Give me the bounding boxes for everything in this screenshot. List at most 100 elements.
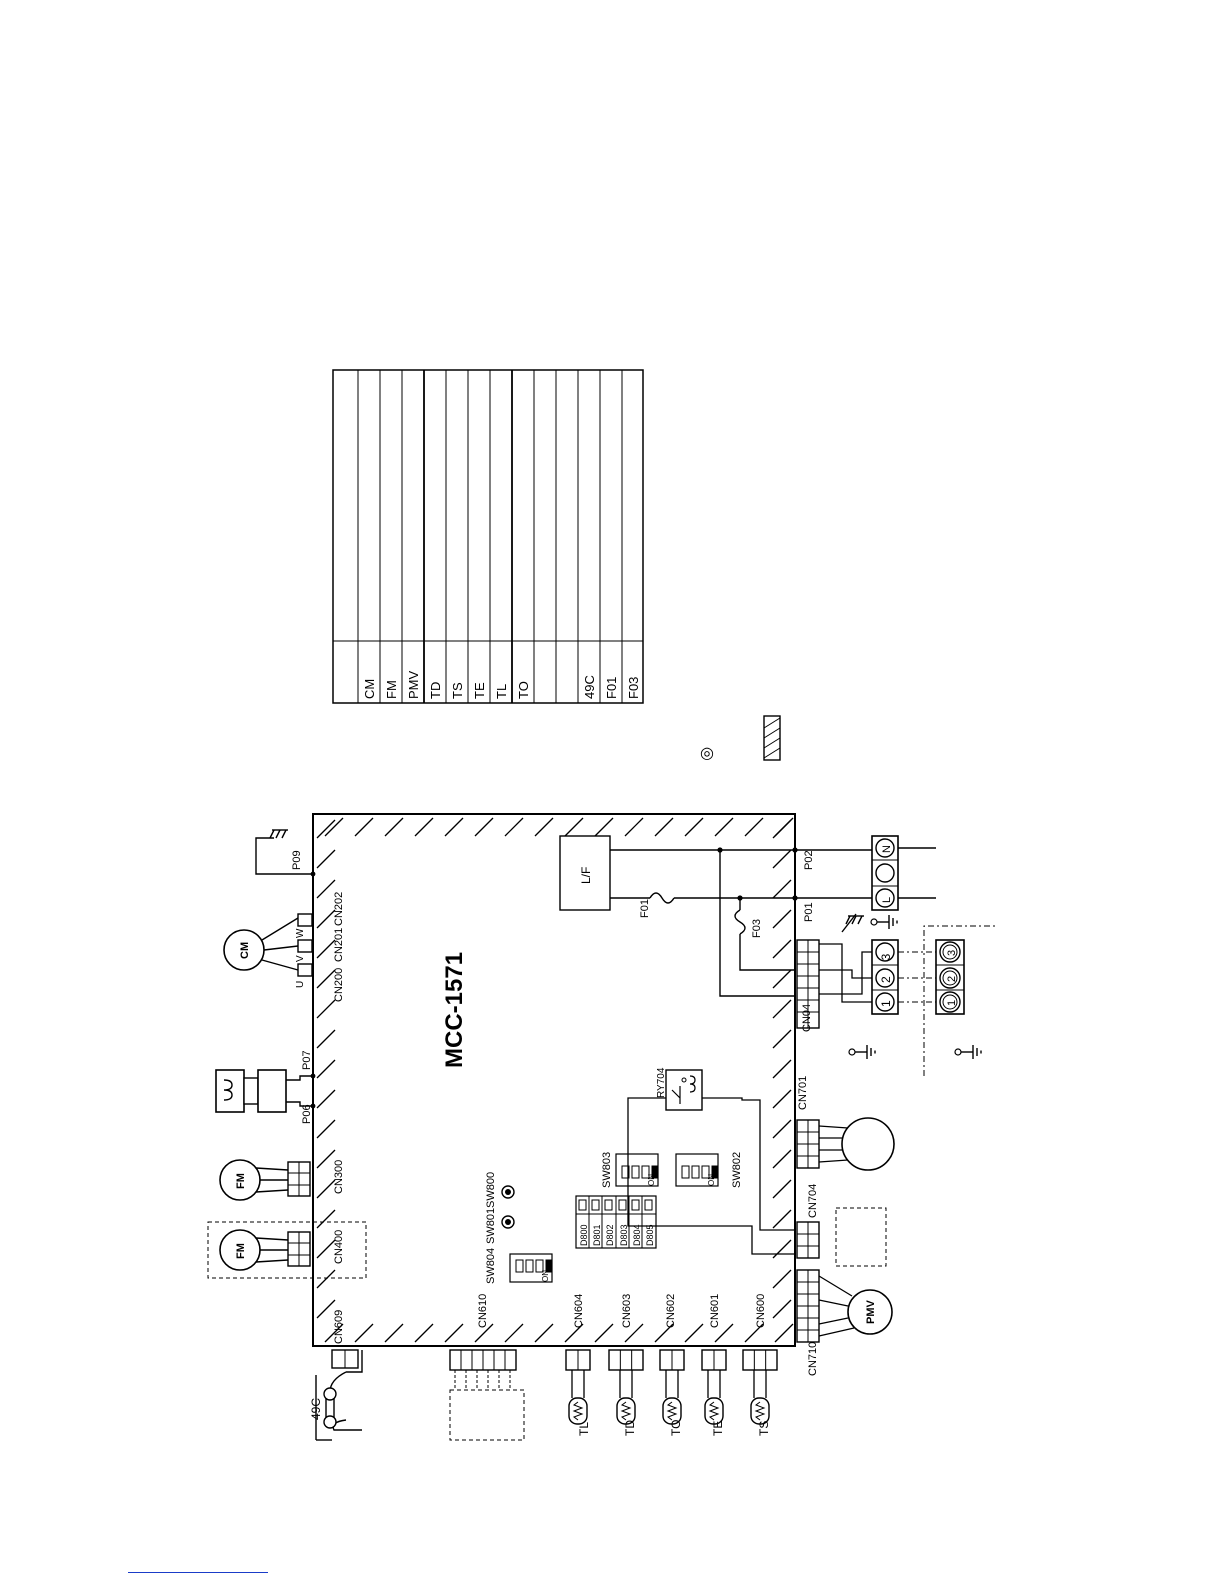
inter-unit-wiring — [898, 925, 996, 1076]
thermistor-body — [662, 1397, 682, 1425]
legend-f03: F03 — [626, 677, 641, 699]
hatch-tick — [316, 939, 336, 959]
terminal-b-1: 1 — [946, 1000, 958, 1006]
led-d803: D803 — [619, 1224, 629, 1246]
hatch-tick — [316, 1299, 336, 1319]
terminal-b-3: 3 — [946, 950, 958, 956]
hatch-tick — [474, 817, 494, 837]
p09-ground — [255, 829, 316, 877]
hatch-tick — [772, 1299, 792, 1319]
hatch-tick — [474, 1323, 494, 1343]
dip-switch-sw802 — [675, 1153, 719, 1187]
junction-1 — [717, 847, 723, 853]
hatch-tick — [654, 1323, 674, 1343]
label-cn400: CN400 — [333, 1230, 345, 1264]
hatch-tick — [316, 1269, 336, 1289]
solenoid-coil — [215, 1069, 316, 1113]
legend-to: TO — [516, 681, 531, 699]
rotary-switch-sw800[interactable] — [501, 1185, 515, 1199]
label-cn04: CN04 — [801, 1004, 813, 1032]
fan-motor-2: FM — [219, 1159, 311, 1201]
hatch-tick — [772, 1179, 792, 1199]
label-cn601: CN601 — [709, 1294, 721, 1328]
hatch-tick — [772, 1149, 792, 1169]
fan-motor-2-label: FM — [235, 1173, 247, 1189]
label-cn202: CN202 — [333, 892, 345, 926]
hatch-tick — [714, 1323, 734, 1343]
terminal-wiring — [819, 943, 872, 1003]
compressor-label: CM — [239, 942, 251, 959]
hatch-tick — [774, 1323, 794, 1343]
label-f01: F01 — [639, 899, 651, 918]
terminal-a-2: 2 — [879, 976, 893, 983]
board-model-label: MCC-1571 — [441, 952, 468, 1068]
sensor-connector — [742, 1349, 778, 1371]
connector-cn701 — [796, 1117, 895, 1171]
hatch-tick — [564, 817, 584, 837]
terminal-l: L — [881, 897, 893, 903]
connector-cn710 — [796, 1269, 820, 1343]
hatch-tick — [444, 817, 464, 837]
hatch-tick — [316, 879, 336, 899]
led-d800: D800 — [579, 1224, 589, 1246]
thermistor-element — [572, 1401, 584, 1421]
label-cn701: CN701 — [797, 1076, 809, 1110]
hatch-tick — [594, 817, 614, 837]
label-p06: P06 — [301, 1104, 313, 1124]
sensor-td-label: TD — [623, 1420, 637, 1436]
sw802-on: ON — [707, 1174, 716, 1186]
label-cn710: CN710 — [807, 1342, 819, 1376]
hatch-tick — [624, 817, 644, 837]
dip-switch-sw803 — [615, 1153, 659, 1187]
label-cn610: CN610 — [477, 1294, 489, 1328]
thermistor-body — [616, 1397, 636, 1425]
pmv-label: PMV — [865, 1300, 877, 1325]
hatch-tick — [384, 817, 404, 837]
thermistor-element — [754, 1401, 766, 1421]
sensor-lead — [665, 1370, 679, 1398]
legend-49c: 49C — [582, 675, 597, 699]
connector-cn609-pins — [331, 1349, 359, 1369]
fan-motor-1: FM — [219, 1229, 311, 1271]
hatch-tick — [744, 1323, 764, 1343]
label-p01: P01 — [803, 902, 815, 922]
hatch-tick — [772, 1119, 792, 1139]
hatch-tick — [772, 969, 792, 989]
label-cn201: CN201 — [333, 928, 345, 962]
hatch-tick — [772, 909, 792, 929]
hatch-tick — [714, 817, 734, 837]
label-f03: F03 — [751, 919, 763, 938]
sensor-tl-label: TL — [577, 1422, 591, 1436]
hatch-tick — [316, 999, 336, 1019]
thermistor-element — [666, 1401, 678, 1421]
hatch-tick — [504, 817, 524, 837]
hatch-tick — [624, 1323, 644, 1343]
ground-symbol-2 — [848, 1044, 876, 1060]
legend-f01: F01 — [604, 677, 619, 699]
hatch-tick — [316, 1149, 336, 1169]
label-cn603: CN603 — [621, 1294, 633, 1328]
hatch-tick — [684, 817, 704, 837]
terminal-symbol: ◎ — [700, 745, 714, 762]
label-cn704: CN704 — [807, 1184, 819, 1218]
hatch-tick — [316, 1029, 336, 1049]
thermistor-element — [620, 1401, 632, 1421]
terminal-a-3: 3 — [879, 953, 893, 960]
hatch-tick — [384, 1323, 404, 1343]
label-p09: P09 — [291, 850, 303, 870]
hatch-tick — [316, 969, 336, 989]
label-cn609: CN609 — [333, 1310, 345, 1344]
hatch-tick — [354, 1323, 374, 1343]
sensor-ts-label: TS — [757, 1421, 771, 1436]
connector-cn04 — [796, 939, 820, 1029]
hatch-tick — [444, 1323, 464, 1343]
rotary-switch-sw801[interactable] — [501, 1215, 515, 1229]
terminal-b-2: 2 — [946, 976, 958, 982]
hatch-tick — [654, 817, 674, 837]
label-sw804: SW804 — [485, 1248, 497, 1284]
hatch-tick — [774, 817, 794, 837]
legend-cm: CM — [362, 679, 377, 699]
sensor-lead — [571, 1370, 585, 1398]
sensor-lead — [753, 1370, 767, 1398]
